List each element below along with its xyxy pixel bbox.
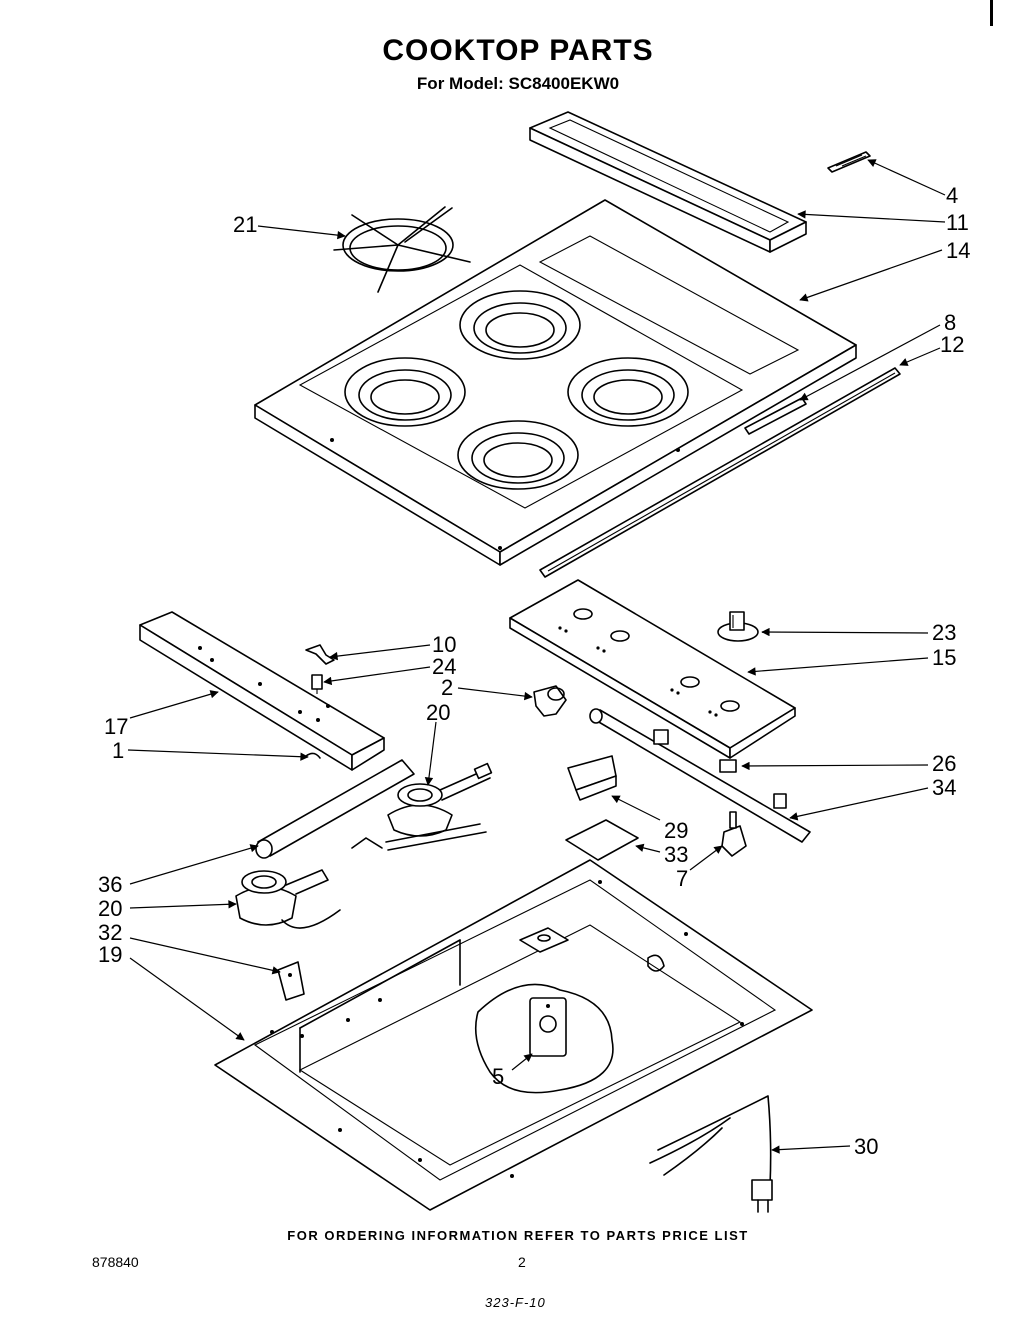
trim-panel-part — [529, 111, 807, 253]
callout-8: 8 — [944, 310, 956, 335]
callout-10: 10 — [432, 632, 456, 657]
callout-4: 4 — [946, 183, 958, 208]
control-panel-part — [509, 579, 796, 759]
callout-14: 14 — [946, 238, 970, 263]
callout-23: 23 — [932, 620, 956, 645]
burner-box-part — [214, 859, 813, 1211]
callout-17: 17 — [104, 714, 128, 739]
callout-19: 19 — [98, 942, 122, 967]
igniter-switch-part — [567, 755, 617, 801]
callout-5: 5 — [492, 1064, 504, 1089]
burner-lower-part — [235, 869, 341, 929]
callout-36: 36 — [98, 872, 122, 897]
burner-grate-part — [333, 206, 471, 293]
callout-arrows — [127, 159, 946, 1154]
burner-bracket-part — [139, 611, 385, 771]
callout-2: 2 — [441, 675, 453, 700]
elbow-fitting-part — [533, 685, 567, 717]
valve-manifold-part — [589, 708, 811, 857]
burner-upper-part — [351, 762, 493, 851]
cooktop-main-part — [254, 199, 857, 566]
manifold-tube-part — [255, 759, 415, 859]
document-number: 878840 — [92, 1254, 139, 1270]
callout-1: 1 — [112, 738, 124, 763]
callout-24: 24 — [432, 654, 456, 679]
mounting-bracket-part — [277, 961, 305, 1001]
small-strip-part — [827, 151, 871, 173]
callout-20-lower: 20 — [98, 896, 122, 921]
handwritten-note: 323-F-10 — [485, 1295, 546, 1310]
callout-33: 33 — [664, 842, 688, 867]
page-number: 2 — [518, 1254, 526, 1270]
control-knob-part — [717, 611, 759, 642]
ordering-info-note: FOR ORDERING INFORMATION REFER TO PARTS … — [287, 1228, 749, 1243]
callout-32: 32 — [98, 920, 122, 945]
callout-21: 21 — [233, 212, 257, 237]
heat-shield-part — [565, 819, 639, 861]
trim-strip-part — [539, 367, 901, 578]
callout-12: 12 — [940, 332, 964, 357]
callout-29: 29 — [664, 818, 688, 843]
callout-15: 15 — [932, 645, 956, 670]
callout-20-upper: 20 — [426, 700, 450, 725]
callout-34: 34 — [932, 775, 956, 800]
page-title: COOKTOP PARTS — [382, 34, 654, 67]
page-edge-mark — [990, 0, 993, 26]
small-hardware-parts — [305, 644, 335, 759]
callout-11: 11 — [946, 210, 969, 235]
callout-26: 26 — [932, 751, 956, 776]
callout-30: 30 — [854, 1134, 878, 1159]
model-subtitle: For Model: SC8400EKW0 — [416, 74, 620, 93]
callout-7: 7 — [676, 866, 688, 891]
power-cord-part — [649, 1095, 773, 1213]
callout-labels: 4 11 14 21 8 12 10 24 2 20 17 1 23 15 26… — [98, 183, 970, 1159]
